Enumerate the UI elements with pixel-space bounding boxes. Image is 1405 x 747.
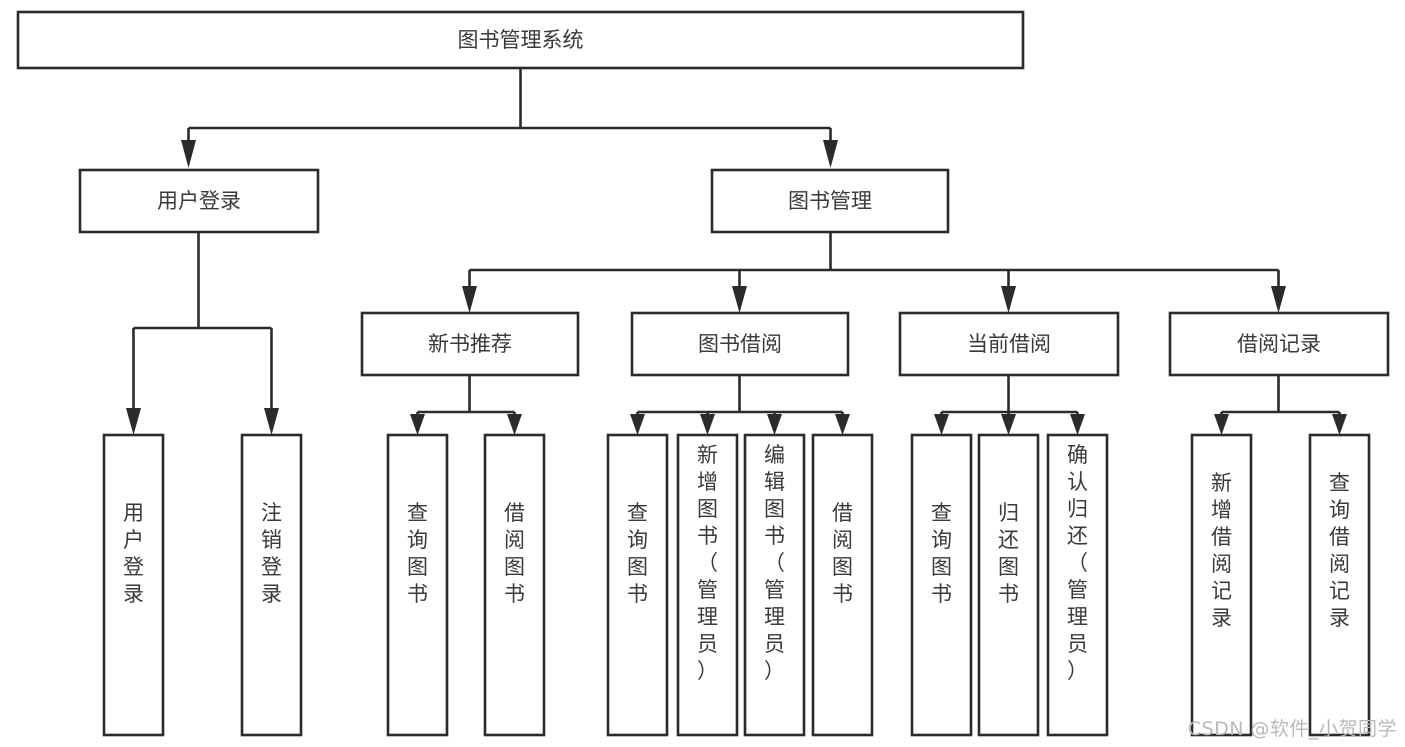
arrow-currentborrow-leaf-3 xyxy=(1070,414,1085,435)
node-user-login-box[interactable] xyxy=(78,168,320,234)
node-leaf-borrow-book-2[interactable]: 借阅图书 xyxy=(811,433,874,737)
node-current-borrow[interactable]: 当前借阅 xyxy=(898,311,1120,377)
arrow-borrowrecord-leaf-1 xyxy=(1214,414,1229,435)
arrow-userlogin-leaf-1 xyxy=(126,408,141,435)
node-leaf-edit-book[interactable]: 编辑图书（管理员） xyxy=(743,433,806,737)
arrow-currentborrow-leaf-2 xyxy=(1001,414,1016,435)
node-leaf-user-logout-box[interactable] xyxy=(240,433,303,737)
node-book-borrow[interactable]: 图书借阅 xyxy=(630,311,850,377)
node-leaf-add-book-label: 新增图书（管理员） xyxy=(697,443,718,683)
node-leaf-return-book[interactable]: 归还图书 xyxy=(977,433,1040,737)
node-leaf-user-logout[interactable]: 注销登录 xyxy=(240,433,303,737)
node-leaf-query-borrow-record-box[interactable] xyxy=(1308,433,1371,737)
node-leaf-borrow-book-2-box[interactable] xyxy=(811,433,874,737)
node-new-book-recommend[interactable]: 新书推荐 xyxy=(360,311,580,377)
arrow-to-current-borrow xyxy=(1001,286,1016,313)
node-leaf-query-book-1[interactable]: 查询图书 xyxy=(386,433,449,737)
arrow-root-to-book-manage xyxy=(823,140,838,168)
node-leaf-add-book[interactable]: 新增图书（管理员） xyxy=(676,433,739,737)
node-leaf-add-borrow-record-label: 新增借阅记录 xyxy=(1211,471,1232,630)
node-leaf-user-login-label: 用户登录 xyxy=(123,501,144,606)
node-user-login-label: 用户登录 xyxy=(157,189,241,213)
arrow-to-book-borrow xyxy=(732,286,747,313)
node-leaf-confirm-return[interactable]: 确认归还（管理员） xyxy=(1046,433,1109,737)
node-root[interactable]: 图书管理系统 xyxy=(16,10,1025,70)
arrow-to-new-book-recommend xyxy=(462,286,477,313)
node-leaf-borrow-book-1[interactable]: 借阅图书 xyxy=(483,433,546,737)
node-borrow-record[interactable]: 借阅记录 xyxy=(1168,311,1390,377)
arrow-borrowrecord-leaf-2 xyxy=(1332,414,1347,435)
node-current-borrow-box[interactable] xyxy=(898,311,1120,377)
node-leaf-query-book-1-box[interactable] xyxy=(386,433,449,737)
node-leaf-confirm-return-box[interactable] xyxy=(1046,433,1109,737)
arrow-newbook-leaf-2 xyxy=(507,414,522,435)
node-new-book-recommend-box[interactable] xyxy=(360,311,580,377)
node-user-login[interactable]: 用户登录 xyxy=(78,168,320,234)
node-leaf-return-book-box[interactable] xyxy=(977,433,1040,737)
arrow-newbook-leaf-1 xyxy=(410,414,425,435)
arrow-to-borrow-record xyxy=(1271,286,1286,313)
node-book-manage-label: 图书管理 xyxy=(788,189,872,213)
node-leaf-edit-book-label: 编辑图书（管理员） xyxy=(764,443,785,683)
csdn-watermark: CSDN @软件_小贺同学 xyxy=(1187,718,1397,740)
node-leaf-edit-book-box[interactable] xyxy=(743,433,806,737)
node-leaf-query-book-3-box[interactable] xyxy=(910,433,973,737)
node-leaf-add-borrow-record[interactable]: 新增借阅记录 xyxy=(1190,433,1253,737)
node-leaf-query-book-3-label: 查询图书 xyxy=(931,501,952,606)
node-new-book-recommend-label: 新书推荐 xyxy=(428,332,512,356)
node-leaf-user-login[interactable]: 用户登录 xyxy=(102,433,165,737)
node-leaf-return-book-label: 归还图书 xyxy=(998,501,1019,606)
arrow-bookborrow-leaf-3 xyxy=(767,414,782,435)
node-leaf-borrow-book-1-box[interactable] xyxy=(483,433,546,737)
node-book-borrow-box[interactable] xyxy=(630,311,850,377)
arrow-bookborrow-leaf-1 xyxy=(630,414,645,435)
node-leaf-query-book-2-box[interactable] xyxy=(606,433,669,737)
node-leaf-confirm-return-label: 确认归还（管理员） xyxy=(1067,443,1088,683)
node-borrow-record-box[interactable] xyxy=(1168,311,1390,377)
node-book-borrow-label: 图书借阅 xyxy=(698,332,782,356)
node-leaf-user-logout-label: 注销登录 xyxy=(261,501,282,606)
arrow-bookborrow-leaf-2 xyxy=(700,414,715,435)
node-leaf-query-borrow-record[interactable]: 查询借阅记录 xyxy=(1308,433,1371,737)
node-book-manage[interactable]: 图书管理 xyxy=(710,168,950,234)
node-leaf-user-login-box[interactable] xyxy=(102,433,165,737)
node-current-borrow-label: 当前借阅 xyxy=(967,332,1051,356)
node-root-label: 图书管理系统 xyxy=(458,28,584,52)
arrow-root-to-user-login xyxy=(181,140,196,168)
node-leaf-borrow-book-1-label: 借阅图书 xyxy=(504,501,525,606)
node-leaf-add-borrow-record-box[interactable] xyxy=(1190,433,1253,737)
arrow-bookborrow-leaf-4 xyxy=(835,414,850,435)
node-leaf-add-book-box[interactable] xyxy=(676,433,739,737)
node-leaf-query-book-3[interactable]: 查询图书 xyxy=(910,433,973,737)
node-leaf-query-book-2[interactable]: 查询图书 xyxy=(606,433,669,737)
node-borrow-record-label: 借阅记录 xyxy=(1237,332,1321,356)
arrow-currentborrow-leaf-1 xyxy=(934,414,949,435)
node-leaf-query-book-2-label: 查询图书 xyxy=(627,501,648,606)
arrow-userlogin-leaf-2 xyxy=(264,408,279,435)
edges-layer xyxy=(126,68,1347,435)
node-root-box[interactable] xyxy=(16,10,1025,70)
node-leaf-borrow-book-2-label: 借阅图书 xyxy=(832,501,853,606)
node-book-manage-box[interactable] xyxy=(710,168,950,234)
node-leaf-query-borrow-record-label: 查询借阅记录 xyxy=(1329,471,1350,630)
node-leaf-query-book-1-label: 查询图书 xyxy=(407,501,428,606)
